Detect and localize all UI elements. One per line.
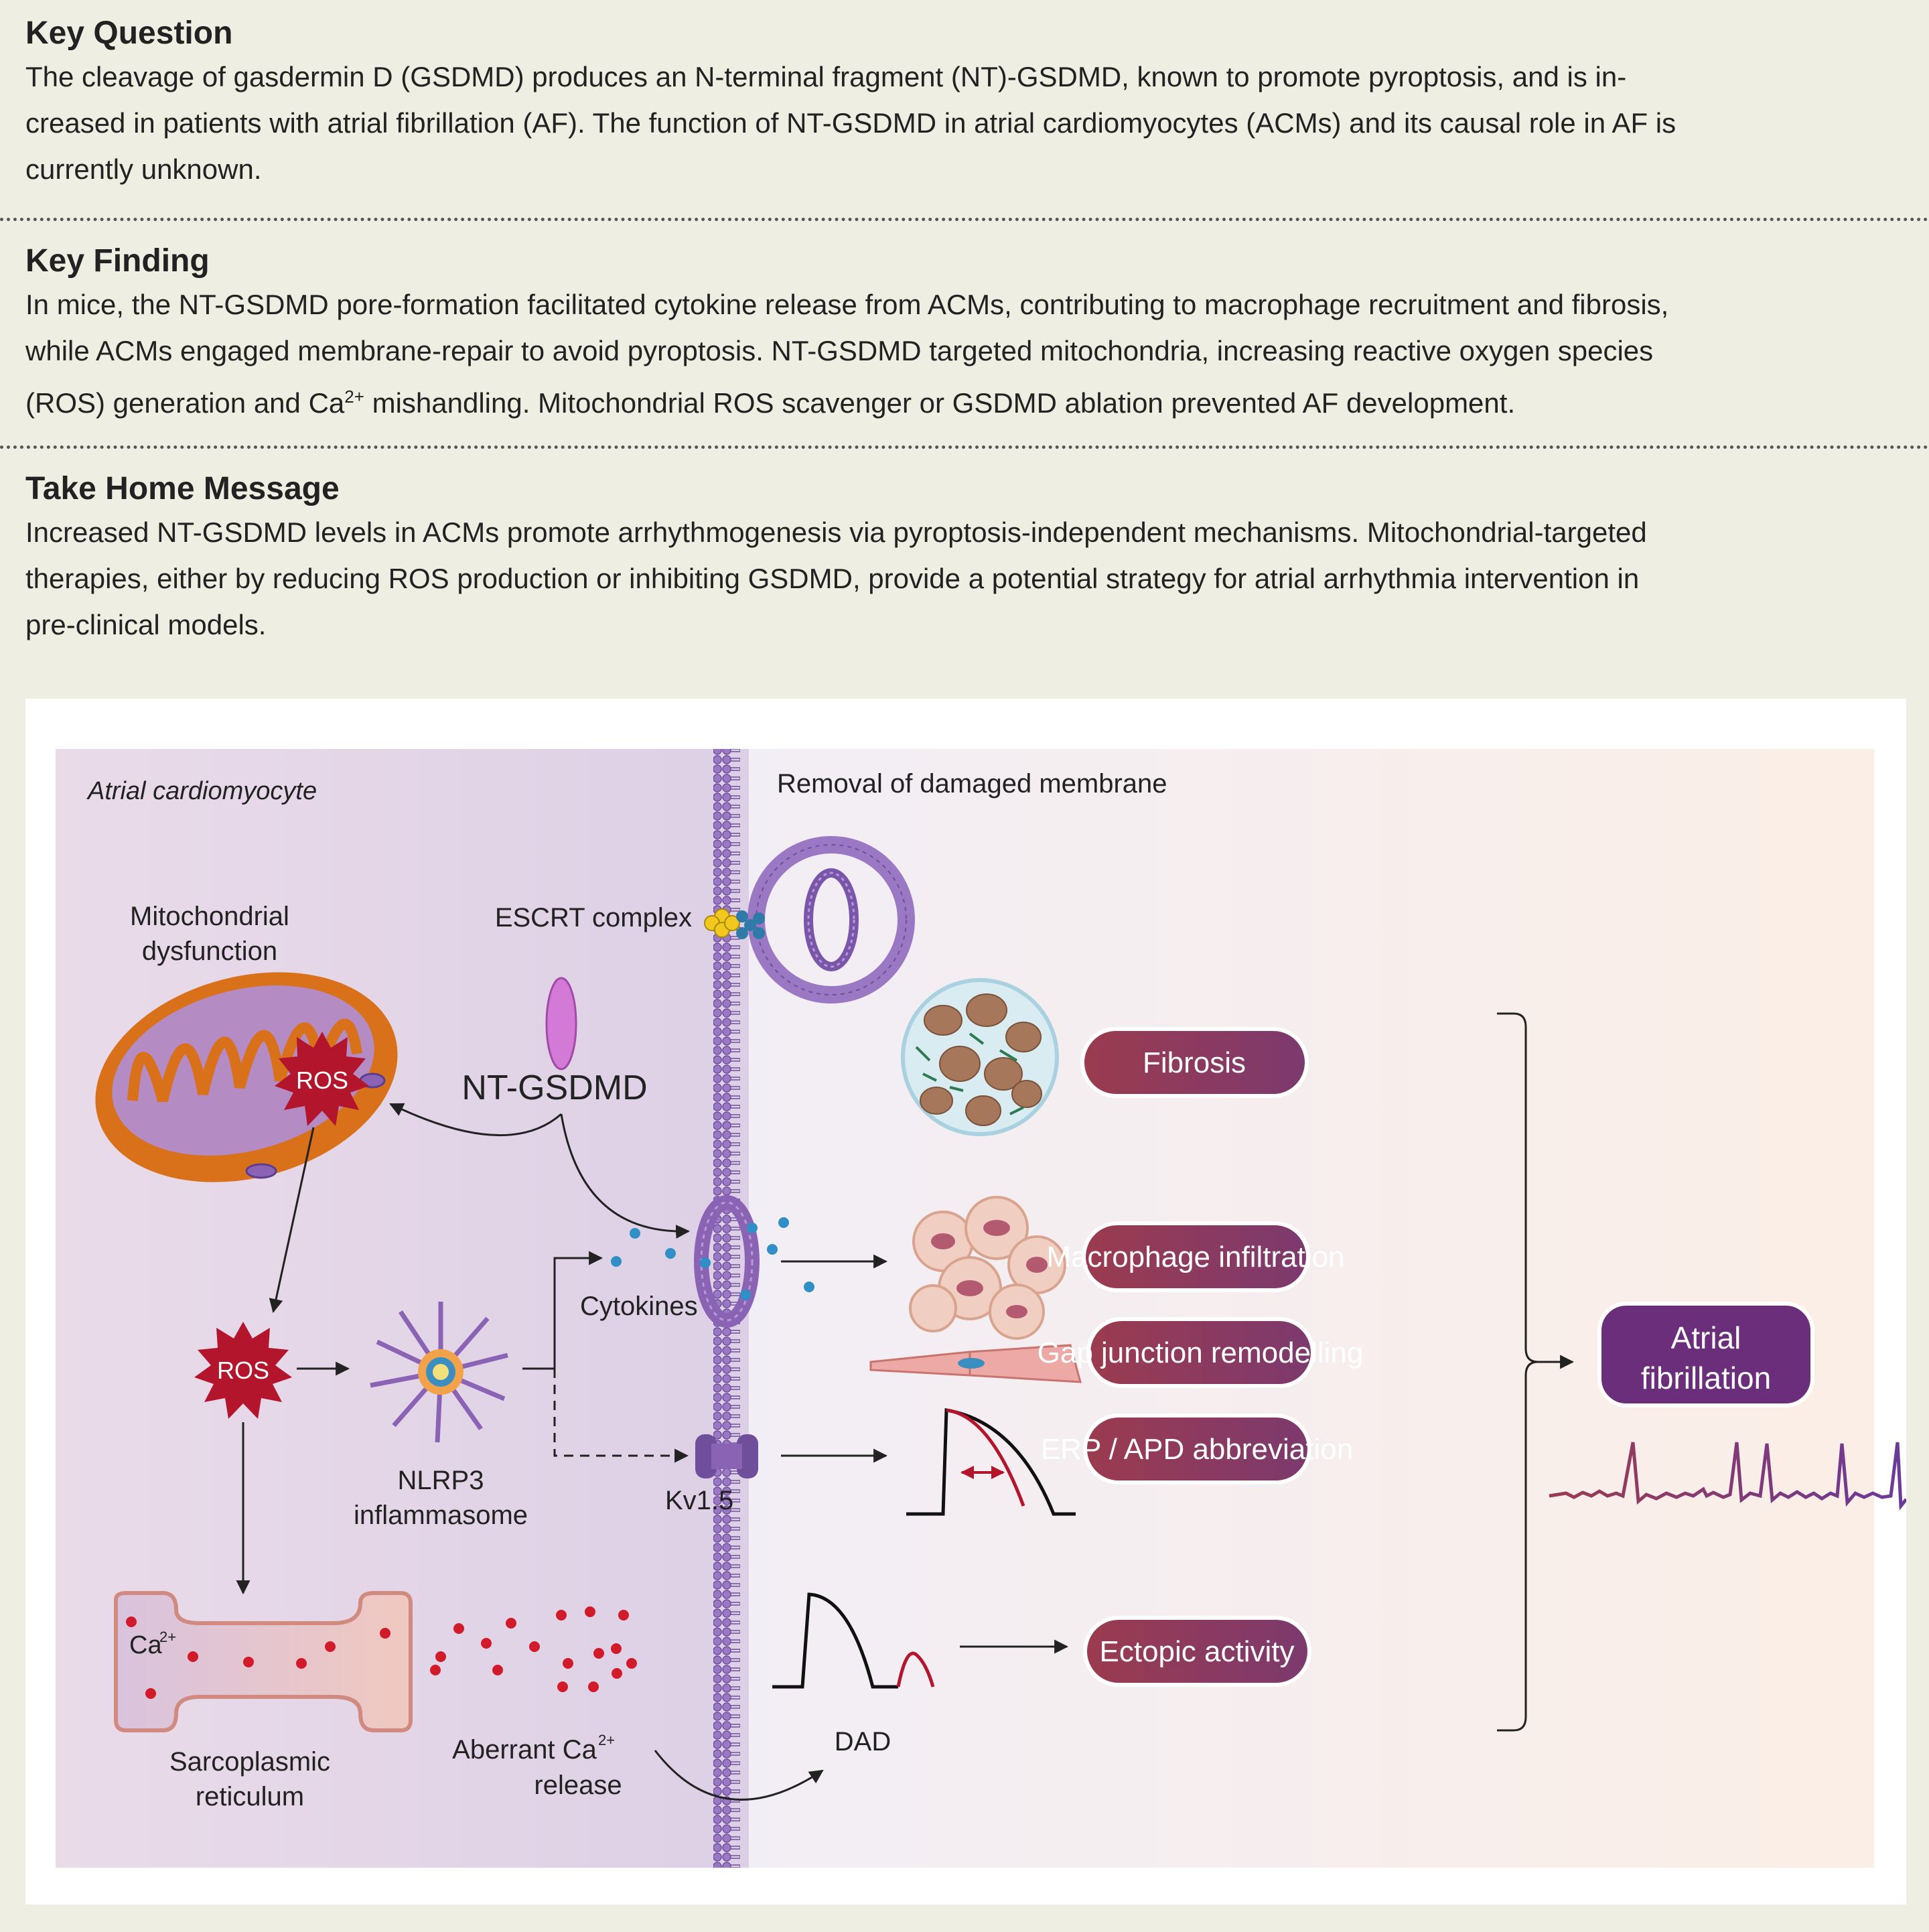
escrt-label: ESCRT complex [495,903,692,933]
ros-label-star: ROS [217,1357,269,1384]
dad-label: DAD [835,1727,891,1756]
cytokine-dots [611,1217,814,1300]
aberrant-label-1: Aberrant Ca [452,1735,597,1765]
divider-2 [0,445,1929,449]
macrophage-cluster-icon [909,1196,1066,1340]
nlrp3-inflammasome-icon [370,1302,508,1443]
arrow-nlrp3-to-kv15 [553,1369,689,1463]
take-home-line-1: Increased NT-GSDMD levels in ACMs promot… [25,516,1647,548]
gap-junction-cells-icon [869,1344,1082,1383]
outcome-macrophage-label: Macrophage infiltration [1046,1241,1344,1273]
ros-star-icon [194,1322,292,1419]
atrial-fibrillation-box: Atrial fibrillation [1597,1302,1814,1407]
removal-label: Removal of damaged membrane [777,769,1167,799]
mito-label-2: dysfunction [142,937,277,966]
key-finding-superscript: 2+ [344,387,364,407]
outcome-gap-junction: Gap junction remodelling [1038,1317,1364,1388]
ca-label: Ca [129,1631,162,1659]
af-label-1: Atrial [1671,1320,1741,1355]
sr-label-2: reticulum [196,1782,304,1811]
aberrant-label-2: release [534,1771,622,1800]
nt-gsdmd-icon [545,977,577,1071]
dad-trace-icon [772,1592,935,1689]
key-question-line-3: currently unknown. [25,153,262,185]
cytokines-label: Cytokines [580,1292,698,1321]
take-home-section: Take Home Message Increased NT-GSDMD lev… [25,469,1901,648]
key-question-line-1: The cleavage of gasdermin D (GSDMD) prod… [25,61,1627,92]
take-home-line-2: therapies, either by reducing ROS produc… [25,563,1640,594]
divider-1 [0,218,1929,221]
outcome-erp-apd-label: ERP / APD abbreviation [1041,1433,1353,1466]
aberrant-superscript: 2+ [598,1732,615,1748]
ca-superscript: 2+ [159,1629,176,1645]
key-finding-section: Key Finding In mice, the NT-GSDMD pore-f… [25,241,1901,426]
key-question-line-2: creased in patients with atrial fibrilla… [25,107,1676,139]
arrow-ntgsdmd-to-pore [560,1113,691,1239]
take-home-line-3: pre-clinical models. [25,609,267,640]
action-potential-icon [906,1408,1076,1516]
nlrp3-label-2: inflammasome [354,1501,528,1530]
escrt-complex-icon [704,908,765,939]
key-finding-line-3-pre: (ROS) generation and Ca [25,387,345,419]
key-finding-title: Key Finding [25,243,210,279]
outcome-gap-junction-label: Gap junction remodelling [1038,1336,1364,1369]
nlrp3-label-1: NLRP3 [398,1466,484,1495]
key-question-title: Key Question [25,15,233,51]
outcome-fibrosis: Fibrosis [1080,1027,1309,1098]
sr-label-1: Sarcoplasmic [169,1747,330,1777]
arrow-nlrp3-to-cytokines [522,1251,603,1370]
key-finding-line-1: In mice, the NT-GSDMD pore-formation fac… [25,289,1669,320]
figure-diagram: ROS Mitochondrial dysfunction Atrial car… [56,749,1906,1868]
ros-label-mito: ROS [296,1066,348,1094]
cell-label: Atrial cardiomyocyte [86,777,317,805]
outcome-fibrosis-label: Fibrosis [1143,1046,1246,1079]
kv15-channel-icon [695,1434,758,1478]
sarcoplasmic-reticulum-icon [114,1591,413,1732]
key-finding-line-2: while ACMs engaged membrane-repair to av… [25,335,1654,366]
arrow-ca-to-dad [654,1750,824,1801]
arrow-ntgsdmd-to-mito [389,1103,562,1137]
figure-panel: ROS Mitochondrial dysfunction Atrial car… [25,699,1906,1905]
af-label-2: fibrillation [1641,1361,1771,1395]
outcome-ectopic-label: Ectopic activity [1100,1635,1295,1668]
outcome-macrophage: Macrophage infiltration [1046,1221,1345,1292]
key-finding-line-3: (ROS) generation and Ca2+ mishandling. M… [25,374,1901,426]
take-home-title: Take Home Message [25,471,340,506]
outcome-erp-apd: ERP / APD abbreviation [1041,1413,1353,1485]
outcome-ectopic: Ectopic activity [1083,1616,1311,1687]
fibrosis-tissue-icon [901,978,1059,1136]
af-ecg-trace-icon [1549,1442,1906,1511]
arrow-mito-to-ros [269,1127,315,1314]
ros-burst-icon [275,1032,369,1126]
calcium-dots [126,1606,637,1699]
kv15-label: Kv1.5 [665,1486,733,1515]
key-finding-line-3-post: mishandling. Mitochondrial ROS scavenger… [364,387,1516,419]
key-question-section: Key Question The cleavage of gasdermin D… [25,13,1901,192]
mito-label-1: Mitochondrial [130,902,289,931]
nt-gsdmd-label: NT-GSDMD [461,1068,647,1107]
